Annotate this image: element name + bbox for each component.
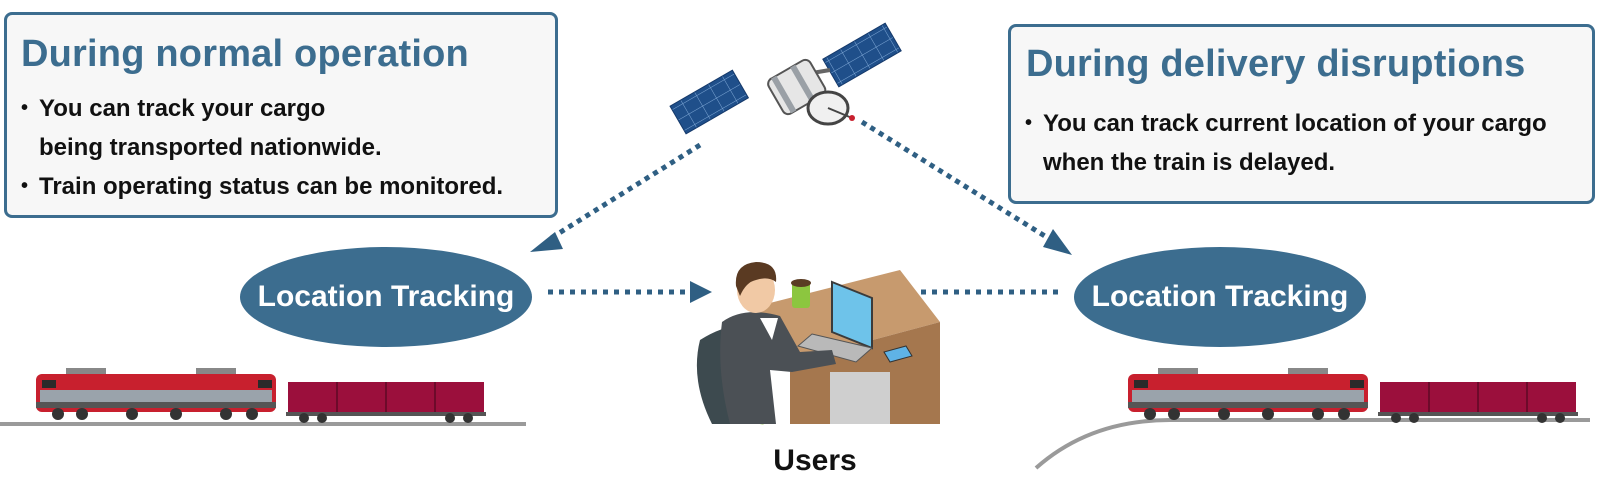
arrow-satellite-to-left [530, 142, 702, 252]
arrow-left-to-user [548, 281, 712, 303]
user-at-desk-icon [696, 262, 940, 425]
rail-right [1034, 418, 1590, 470]
delivery-disruptions-bullets: You can track current location of your c… [1023, 104, 1547, 182]
location-tracking-right: Location Tracking [1074, 247, 1366, 347]
delivery-disruptions-title: During delivery disruptions [1026, 43, 1526, 85]
location-tracking-label: Location Tracking [257, 280, 515, 313]
arrow-satellite-to-right [860, 119, 1072, 255]
bullet-item: Train operating status can be monitored. [19, 167, 503, 206]
location-tracking-label: Location Tracking [1091, 280, 1349, 313]
bullet-item: You can track your cargo being transport… [19, 89, 503, 167]
freight-train-icon [36, 368, 486, 423]
normal-operation-title: During normal operation [21, 33, 469, 75]
users-label: Users [773, 444, 857, 477]
bullet-item: You can track current location of your c… [1023, 104, 1547, 182]
satellite-icon [669, 22, 902, 135]
normal-operation-box: During normal operation You can track yo… [4, 12, 558, 218]
location-tracking-left: Location Tracking [240, 247, 532, 347]
freight-train-icon [1128, 368, 1578, 423]
delivery-disruptions-box: During delivery disruptions You can trac… [1008, 24, 1595, 204]
normal-operation-bullets: You can track your cargo being transport… [19, 89, 503, 206]
